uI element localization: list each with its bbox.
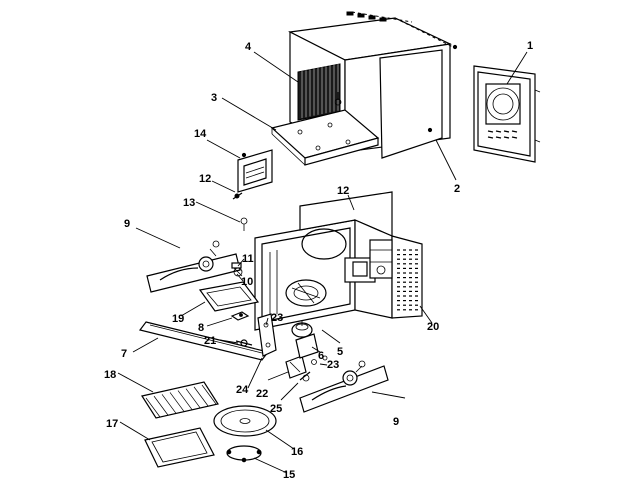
pin [235,339,253,347]
leader-lines [117,51,528,474]
label-part-2: 2 [454,183,460,195]
label-part-25: 25 [270,403,282,415]
label-part-4: 4 [245,41,252,53]
hatch-line [511,136,518,139]
hatch-line [193,386,209,407]
label-part-19: 19 [172,313,184,325]
roller-ring [226,445,262,463]
label-part-15: 15 [283,469,295,480]
vent-grille [297,63,341,121]
hatch-line [511,130,518,133]
label-part-23-lower: 23 [327,359,339,371]
hatch-line [161,394,177,414]
control-side-components [344,235,423,319]
label-part-6: 6 [318,350,324,362]
hatch-line [201,384,217,405]
grill-rack [141,381,219,419]
hatch-line [185,388,201,408]
hatch-line [153,395,169,416]
oven-cavity-chassis [254,191,393,331]
label-part-23-upper: 23 [271,312,283,324]
hatch-line [169,392,185,412]
lever [257,313,277,357]
label-part-20: 20 [427,321,439,333]
label-part-8: 8 [198,322,204,334]
heater-assembly-left [146,240,241,293]
motor [291,320,313,338]
label-part-17: 17 [106,418,118,430]
label-part-9-left: 9 [124,218,130,230]
linkage-parts [285,333,328,382]
back-panel [473,65,541,163]
hatch-line [487,130,494,133]
latch-bar [138,321,270,361]
label-part-3: 3 [211,92,217,104]
label-part-12-right: 12 [337,185,349,197]
hatch-line [503,136,510,139]
label-part-9-right: 9 [393,416,399,428]
hatch-line [145,397,161,418]
label-part-13: 13 [183,197,195,209]
label-part-7: 7 [121,348,127,360]
hatch-line [503,130,510,133]
label-part-1: 1 [527,40,533,52]
label-part-14: 14 [194,128,207,140]
label-part-18: 18 [104,369,116,381]
heater-assembly-right [299,360,389,413]
baking-tray [144,427,215,468]
hatch-line [495,136,502,139]
label-part-24: 24 [236,384,249,396]
cover-plate [198,281,260,312]
turntable-tray [213,405,277,437]
hatch-line [495,130,502,133]
part-labels: 1 2 3 4 5 6 7 8 9 9 10 11 12 12 13 14 15… [104,40,533,480]
base-plate [270,92,380,166]
label-part-16: 16 [291,446,303,458]
hatch-line [487,136,494,139]
label-part-12-left: 12 [199,173,211,185]
clip [230,311,250,321]
label-part-21: 21 [204,335,216,347]
bracket [237,149,273,193]
hatch-line [177,390,193,410]
label-part-10: 10 [241,276,253,288]
label-part-22: 22 [256,388,268,400]
label-part-5: 5 [337,346,343,358]
label-part-11: 11 [242,253,254,265]
